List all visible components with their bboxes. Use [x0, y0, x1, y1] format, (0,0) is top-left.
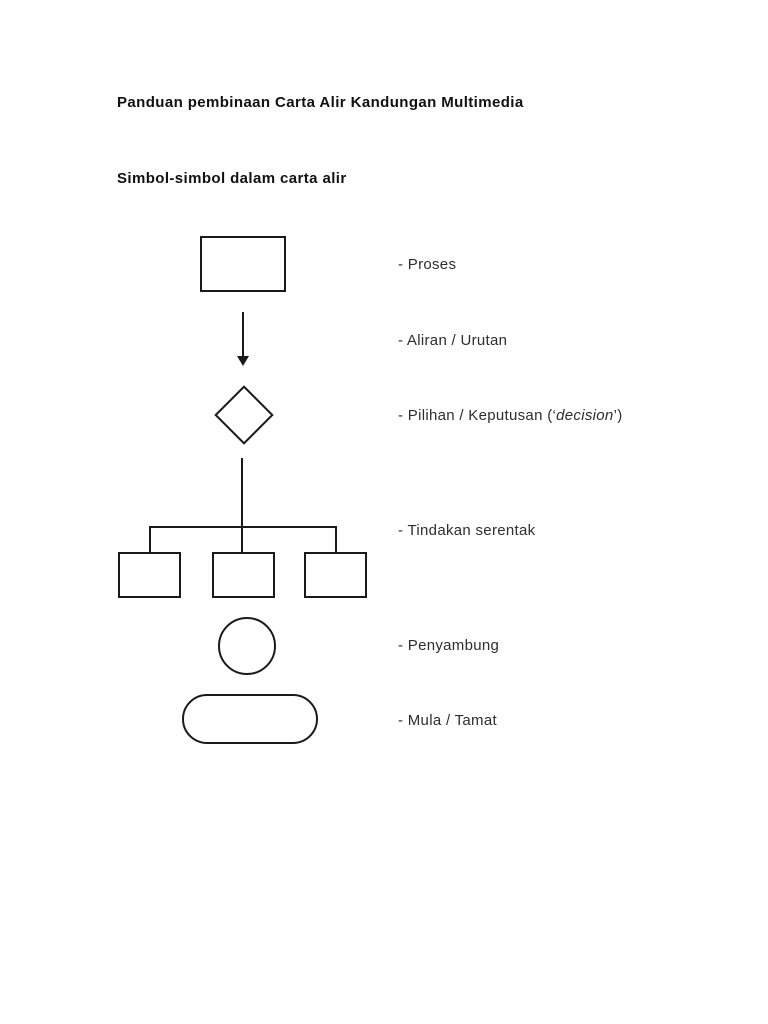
legend-label-pilihan-keputusan: - Pilihan / Keputusan (‘decision’)	[398, 407, 623, 424]
terminator-stadium-shape	[182, 694, 318, 744]
flow-arrow-line	[242, 312, 244, 358]
legend-label-decision-word: decision	[556, 407, 614, 424]
tree-left-rectangle-shape	[118, 552, 181, 598]
tree-right-branch-line	[335, 526, 337, 552]
page-title: Panduan pembinaan Carta Alir Kandungan M…	[117, 94, 524, 111]
legend-label-pilihan-prefix: - Pilihan / Keputusan (‘	[398, 407, 557, 424]
legend-label-penyambung: - Penyambung	[398, 637, 500, 654]
tree-right-rectangle-shape	[304, 552, 367, 598]
legend-label-mula-tamat: - Mula / Tamat	[398, 712, 497, 729]
process-rectangle-shape	[200, 236, 286, 292]
tree-horizontal-line	[149, 526, 337, 528]
section-heading: Simbol-simbol dalam carta alir	[117, 170, 347, 187]
legend-label-tindakan-serentak: - Tindakan serentak	[398, 522, 536, 539]
flow-arrow-head-icon	[237, 356, 249, 366]
tree-middle-rectangle-shape	[212, 552, 275, 598]
legend-label-aliran-urutan: - Aliran / Urutan	[398, 332, 508, 349]
legend-label-proses: - Proses	[398, 256, 457, 273]
tree-left-branch-line	[149, 526, 151, 552]
decision-diamond-shape	[214, 385, 274, 445]
tree-center-line	[241, 458, 243, 552]
legend-label-pilihan-suffix: ’)	[613, 407, 623, 424]
connector-circle-shape	[218, 617, 276, 675]
